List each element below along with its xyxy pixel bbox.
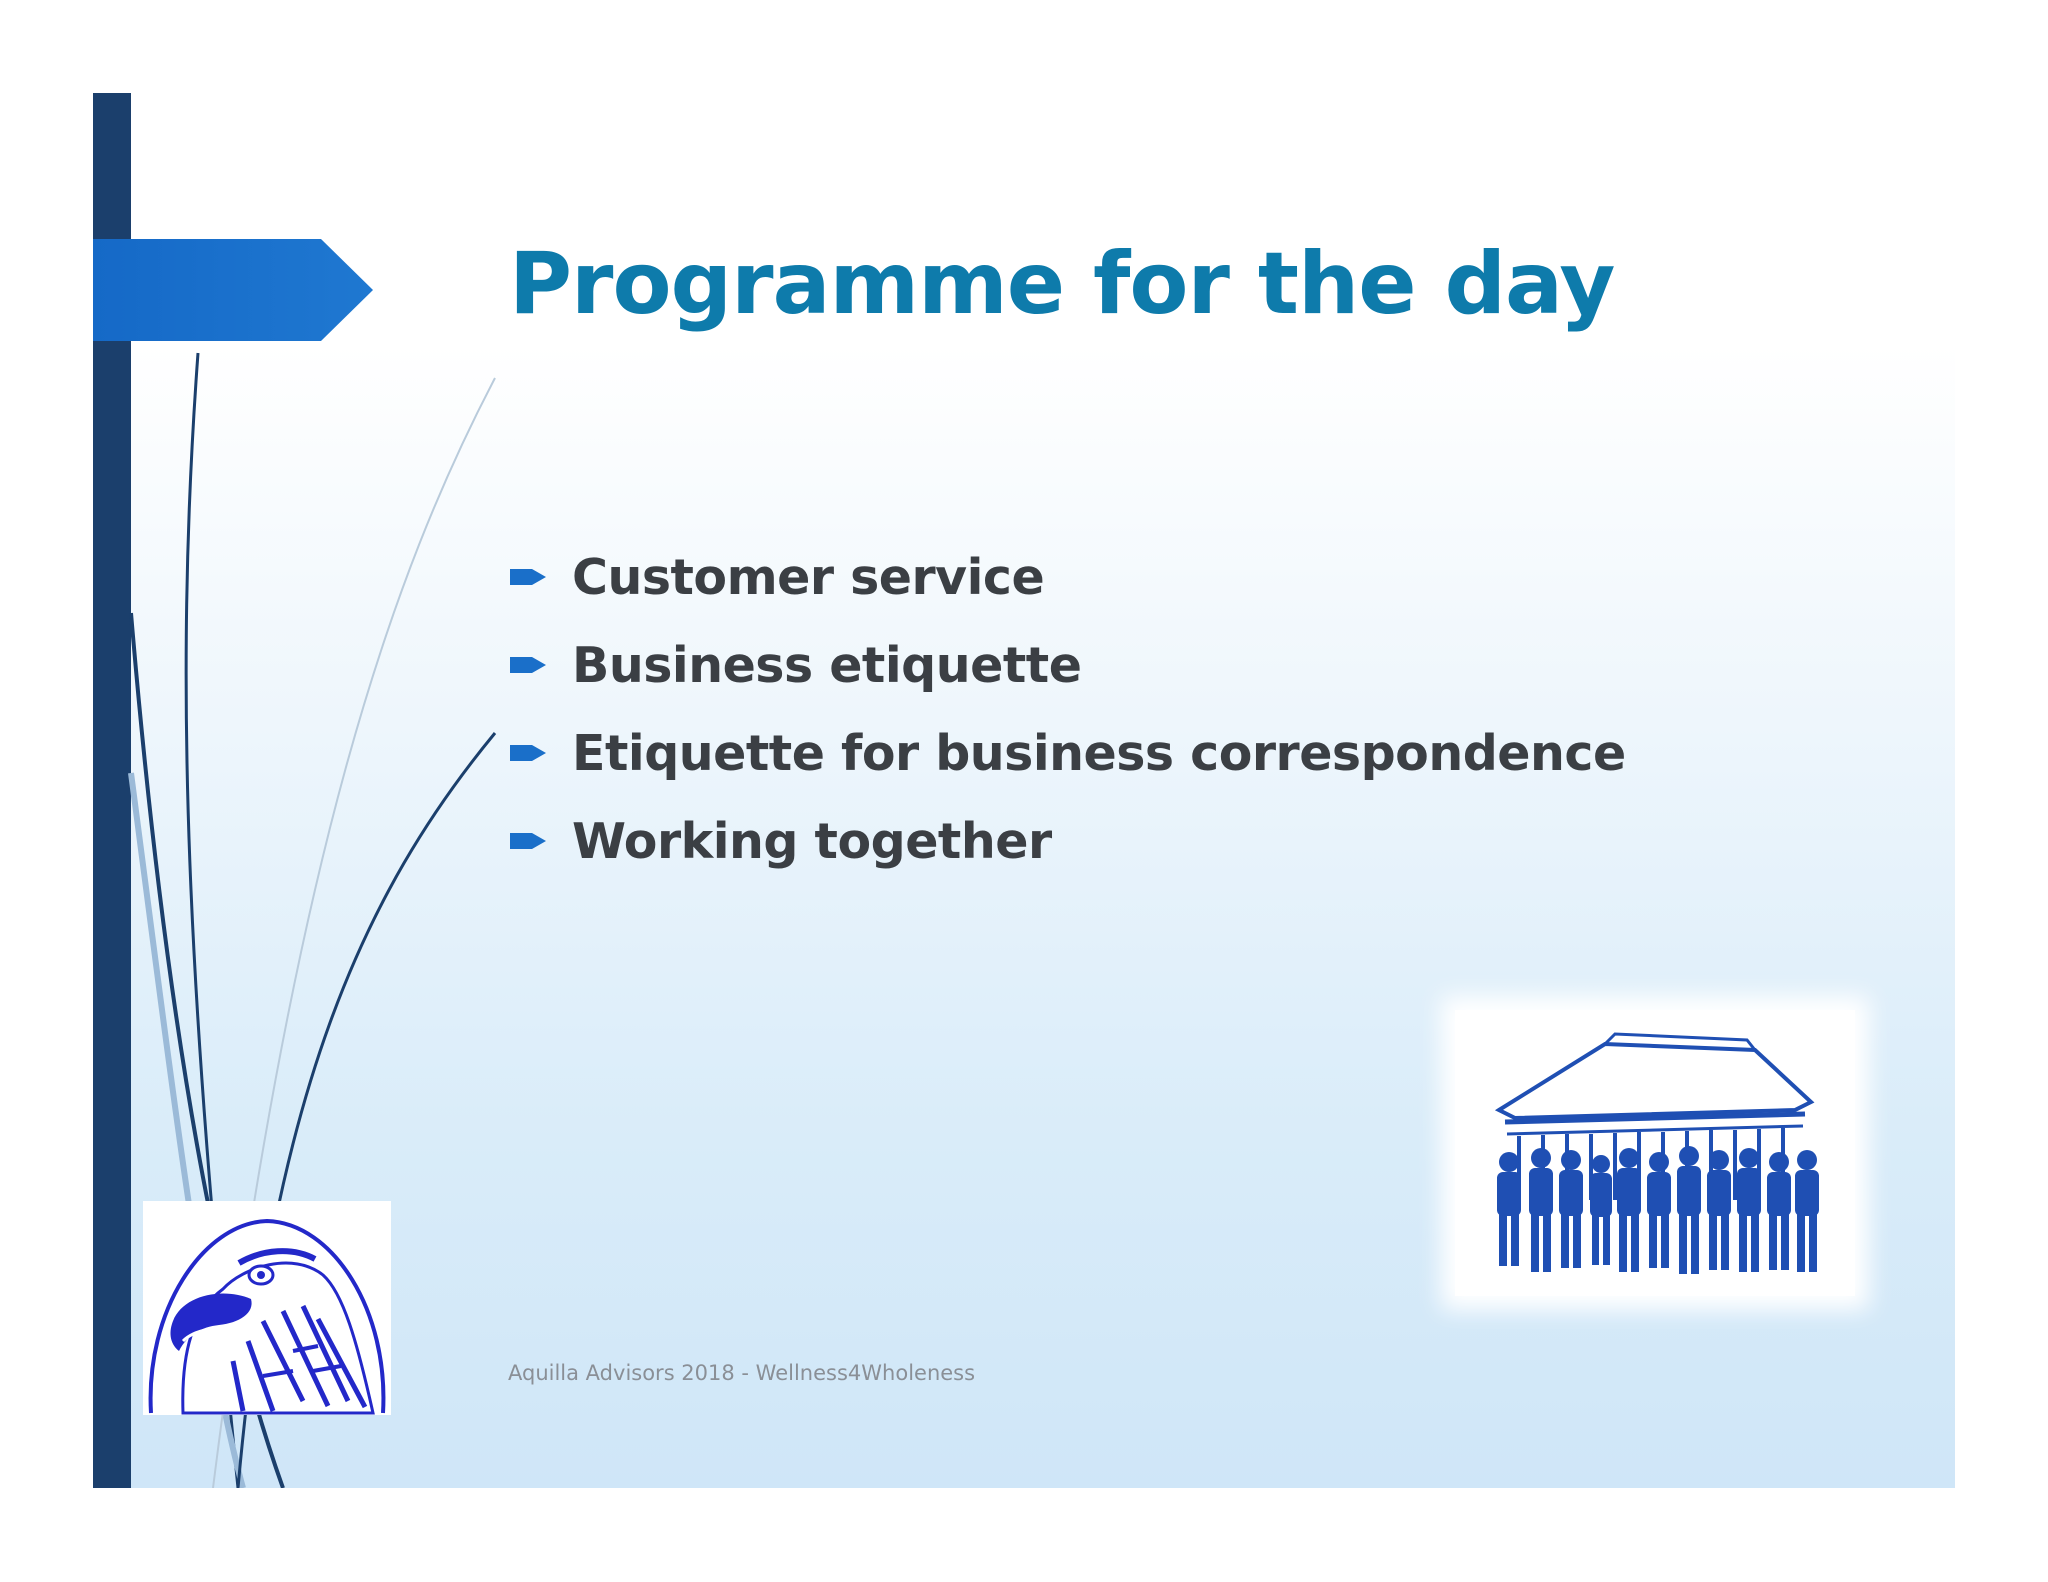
list-item-text: Business etiquette <box>572 636 1082 694</box>
agenda-list: Customer service Business etiquette Etiq… <box>508 533 1626 885</box>
list-item: Business etiquette <box>508 621 1626 709</box>
list-item-text: Customer service <box>572 548 1045 606</box>
arrow-tab-decoration <box>93 239 373 341</box>
list-item-text: Etiquette for business correspondence <box>572 724 1626 782</box>
list-item: Working together <box>508 797 1626 885</box>
slide: Programme for the day Customer service B… <box>93 93 1955 1488</box>
arrow-bullet-icon <box>510 745 546 761</box>
list-item: Customer service <box>508 533 1626 621</box>
temple-people-illustration <box>1455 1010 1855 1296</box>
list-item: Etiquette for business correspondence <box>508 709 1626 797</box>
footer-text: Aquilla Advisors 2018 - Wellness4Wholene… <box>508 1361 976 1385</box>
arrow-bullet-icon <box>510 657 546 673</box>
list-item-text: Working together <box>572 812 1052 870</box>
slide-title: Programme for the day <box>509 234 1615 334</box>
eagle-logo <box>143 1201 391 1415</box>
eagle-icon <box>148 1218 386 1415</box>
parthenon-people-icon <box>1494 1032 1819 1274</box>
arrow-bullet-icon <box>510 833 546 849</box>
arrow-bullet-icon <box>510 569 546 585</box>
